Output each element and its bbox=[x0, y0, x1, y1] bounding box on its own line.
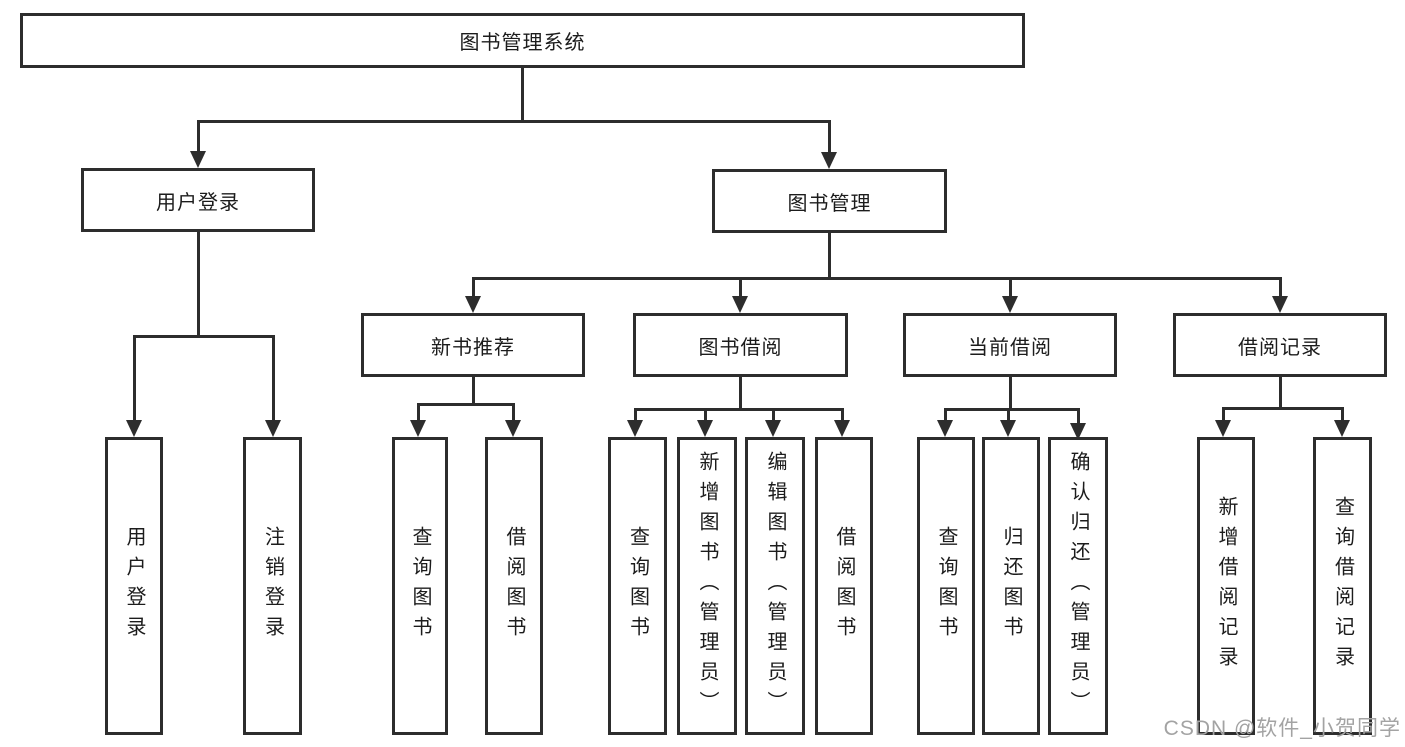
node-label: 查询图书 bbox=[626, 526, 649, 646]
arrow-down-icon bbox=[1272, 296, 1288, 313]
node-label: 图书借阅 bbox=[698, 336, 783, 359]
connector-vline bbox=[1279, 377, 1282, 407]
arrow-down-icon bbox=[765, 420, 781, 437]
connector-vline bbox=[197, 232, 200, 335]
connector-arrow-stem bbox=[772, 408, 775, 423]
arrow-down-icon bbox=[1215, 420, 1231, 437]
connector-hline bbox=[944, 408, 1080, 411]
arrow-down-icon bbox=[697, 420, 713, 437]
node-borrow-records: 借阅记录 bbox=[1173, 313, 1387, 377]
node-borrow-books-2: 借阅图书 bbox=[815, 437, 873, 735]
node-new-book-rec: 新书推荐 bbox=[361, 313, 585, 377]
connector-arrow-stem bbox=[1341, 407, 1344, 423]
node-label: 当前借阅 bbox=[968, 336, 1052, 359]
connector-arrow-stem bbox=[739, 277, 742, 299]
connector-arrow-stem bbox=[1279, 277, 1282, 299]
connector-arrow-stem bbox=[944, 408, 947, 423]
node-label: 借阅记录 bbox=[1238, 336, 1322, 359]
arrow-down-icon bbox=[821, 152, 837, 169]
node-query-books-2: 查询图书 bbox=[608, 437, 667, 735]
node-label: 借阅图书 bbox=[503, 526, 525, 646]
connector-vline bbox=[472, 377, 475, 403]
node-label: 新增图书（管理员） bbox=[696, 451, 718, 721]
node-user-login: 用户登录 bbox=[81, 168, 315, 232]
connector-arrow-stem bbox=[634, 408, 637, 423]
node-book-mgmt: 图书管理 bbox=[712, 169, 947, 233]
connector-hline bbox=[417, 403, 515, 406]
arrow-down-icon bbox=[410, 420, 426, 437]
node-label: 归还图书 bbox=[1000, 526, 1022, 646]
arrow-down-icon bbox=[265, 420, 281, 437]
node-label: 新增借阅记录 bbox=[1215, 496, 1237, 676]
connector-arrow-stem bbox=[704, 408, 707, 423]
connector-hline bbox=[634, 408, 844, 411]
node-root: 图书管理系统 bbox=[20, 13, 1025, 68]
connector-arrow-stem bbox=[272, 335, 275, 423]
arrow-down-icon bbox=[1070, 423, 1086, 440]
connector-arrow-stem bbox=[417, 403, 420, 423]
arrow-down-icon bbox=[505, 420, 521, 437]
node-label: 用户登录 bbox=[123, 526, 145, 646]
connector-vline bbox=[739, 377, 742, 408]
node-borrow-books-1: 借阅图书 bbox=[485, 437, 543, 735]
node-query-books-3: 查询图书 bbox=[917, 437, 975, 735]
node-label: 查询图书 bbox=[935, 526, 957, 646]
arrow-down-icon bbox=[190, 151, 206, 168]
arrow-down-icon bbox=[627, 420, 643, 437]
connector-arrow-stem bbox=[1007, 408, 1010, 423]
connector-arrow-stem bbox=[1222, 407, 1225, 423]
node-user-login-leaf: 用户登录 bbox=[105, 437, 163, 735]
node-label: 用户登录 bbox=[156, 191, 240, 214]
node-query-borrow-record: 查询借阅记录 bbox=[1313, 437, 1372, 735]
node-book-borrow: 图书借阅 bbox=[633, 313, 848, 377]
node-label: 查询借阅记录 bbox=[1331, 496, 1354, 676]
node-label: 图书管理 bbox=[787, 192, 872, 215]
node-label: 注销登录 bbox=[261, 526, 284, 646]
watermark: CSDN @软件_小贺同学 bbox=[1163, 717, 1401, 740]
arrow-down-icon bbox=[465, 296, 481, 313]
connector-arrow-stem bbox=[841, 408, 844, 423]
connector-hline bbox=[1222, 407, 1344, 410]
arrow-down-icon bbox=[937, 420, 953, 437]
node-add-books: 新增图书（管理员） bbox=[677, 437, 737, 735]
connector-vline bbox=[1009, 377, 1012, 408]
connector-arrow-stem bbox=[133, 335, 136, 423]
connector-arrow-stem bbox=[512, 403, 515, 423]
node-label: 图书管理系统 bbox=[459, 32, 586, 54]
connector-arrow-stem bbox=[472, 277, 475, 299]
node-add-borrow-record: 新增借阅记录 bbox=[1197, 437, 1255, 735]
arrow-down-icon bbox=[1334, 420, 1350, 437]
node-confirm-return: 确认归还（管理员） bbox=[1048, 437, 1108, 735]
node-logout-leaf: 注销登录 bbox=[243, 437, 302, 735]
node-query-books-1: 查询图书 bbox=[392, 437, 448, 735]
arrow-down-icon bbox=[732, 296, 748, 313]
connector-hline bbox=[472, 277, 1282, 280]
connector-arrow-stem bbox=[828, 120, 831, 155]
arrow-down-icon bbox=[834, 420, 850, 437]
connector-hline bbox=[133, 335, 275, 338]
node-label: 查询图书 bbox=[409, 526, 431, 646]
node-label: 编辑图书（管理员） bbox=[764, 451, 786, 721]
arrow-down-icon bbox=[1000, 420, 1016, 437]
connector-arrow-stem bbox=[1009, 277, 1012, 299]
connector-vline bbox=[828, 233, 831, 277]
node-label: 借阅图书 bbox=[833, 526, 855, 646]
node-current-borrow: 当前借阅 bbox=[903, 313, 1117, 377]
arrow-down-icon bbox=[126, 420, 142, 437]
connector-hline bbox=[197, 120, 831, 123]
arrow-down-icon bbox=[1002, 296, 1018, 313]
connector-arrow-stem bbox=[1077, 408, 1080, 426]
node-label: 确认归还（管理员） bbox=[1067, 451, 1089, 721]
node-label: 新书推荐 bbox=[431, 336, 515, 359]
connector-arrow-stem bbox=[197, 120, 200, 154]
node-return-books: 归还图书 bbox=[982, 437, 1040, 735]
connector-vline bbox=[521, 68, 524, 120]
node-edit-books: 编辑图书（管理员） bbox=[745, 437, 805, 735]
